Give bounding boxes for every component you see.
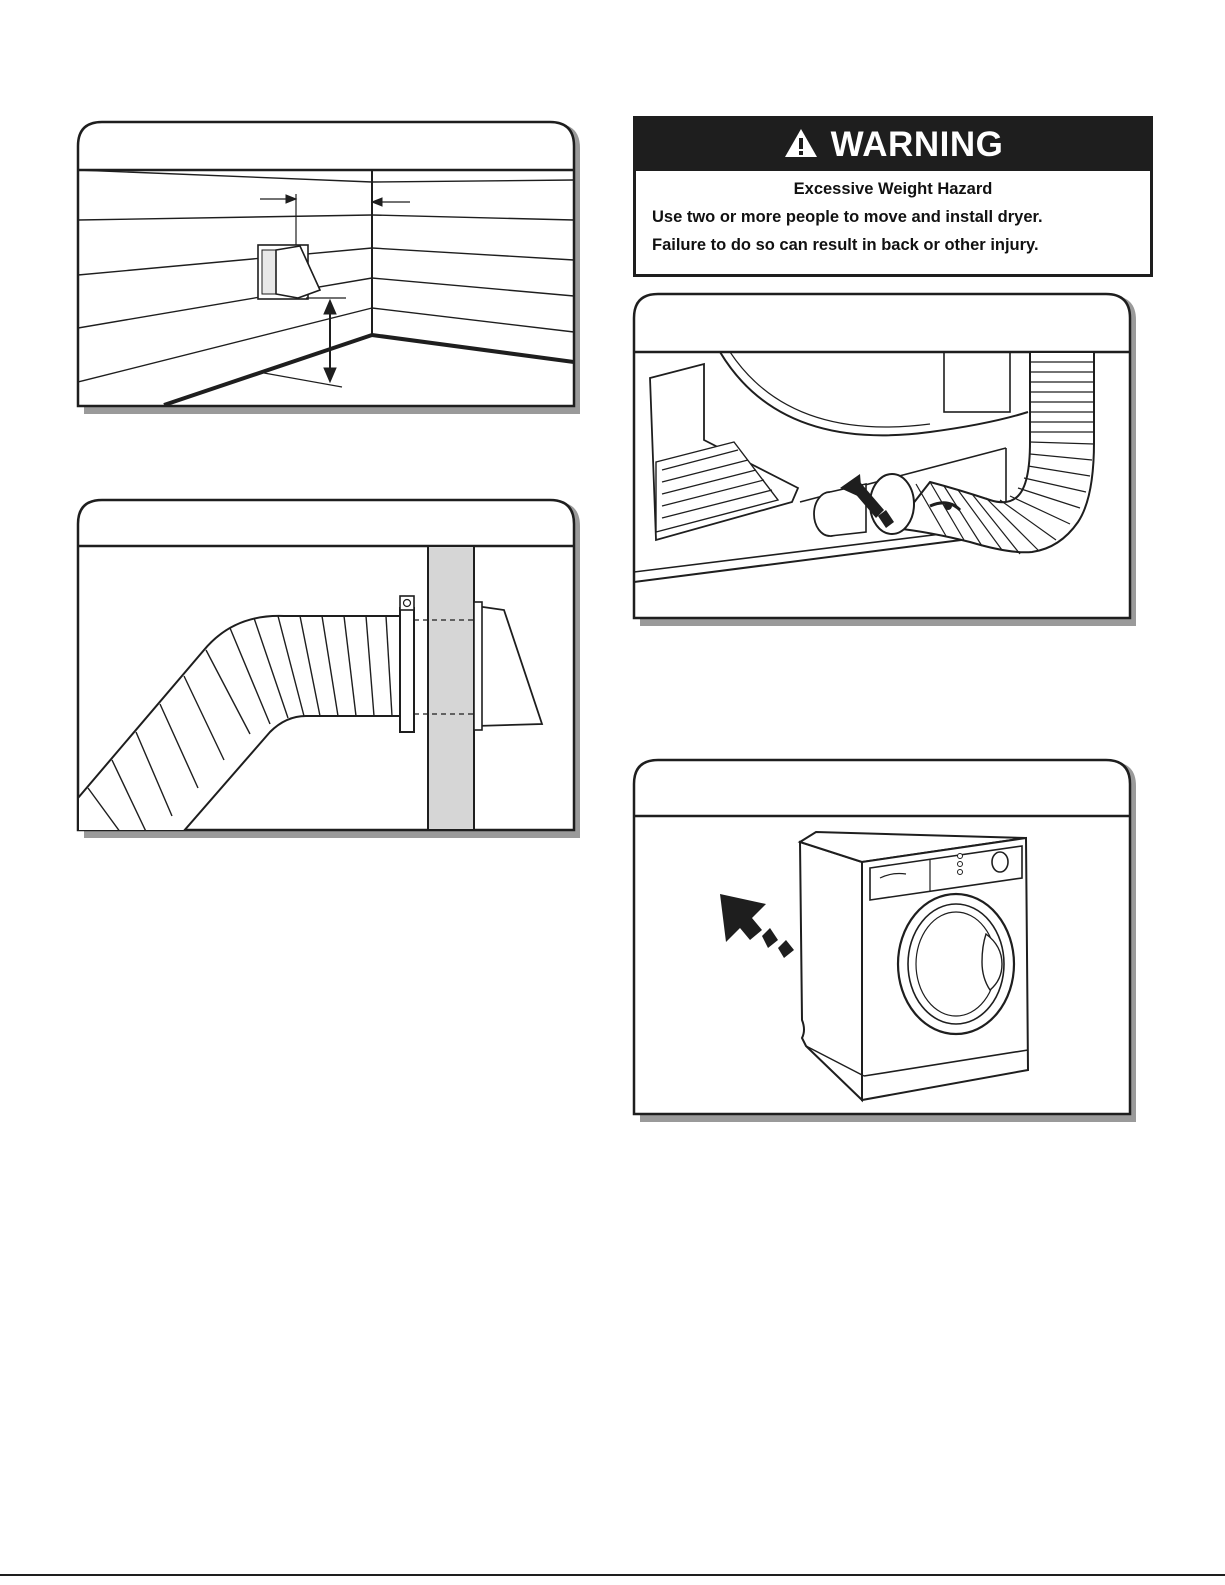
- warning-triangle-icon: [783, 127, 819, 164]
- warning-header: WARNING: [636, 119, 1150, 171]
- warning-box: WARNING Excessive Weight Hazard Use two …: [633, 116, 1153, 277]
- figure-duct-to-dryer-outlet: [630, 292, 1140, 632]
- warning-hazard: Excessive Weight Hazard: [652, 180, 1134, 199]
- warning-instruction: Use two or more people to move and insta…: [652, 208, 1134, 227]
- figure-exhaust-hood-wall: [74, 120, 584, 420]
- warning-title: WARNING: [831, 125, 1004, 165]
- footer-rule: [0, 1574, 1225, 1576]
- figure-dryer-move-into-position: [630, 758, 1140, 1130]
- warning-consequence: Failure to do so can result in back or o…: [652, 236, 1134, 255]
- warning-body: Excessive Weight Hazard Use two or more …: [636, 171, 1150, 255]
- figure-vent-duct-through-wall: [74, 498, 584, 848]
